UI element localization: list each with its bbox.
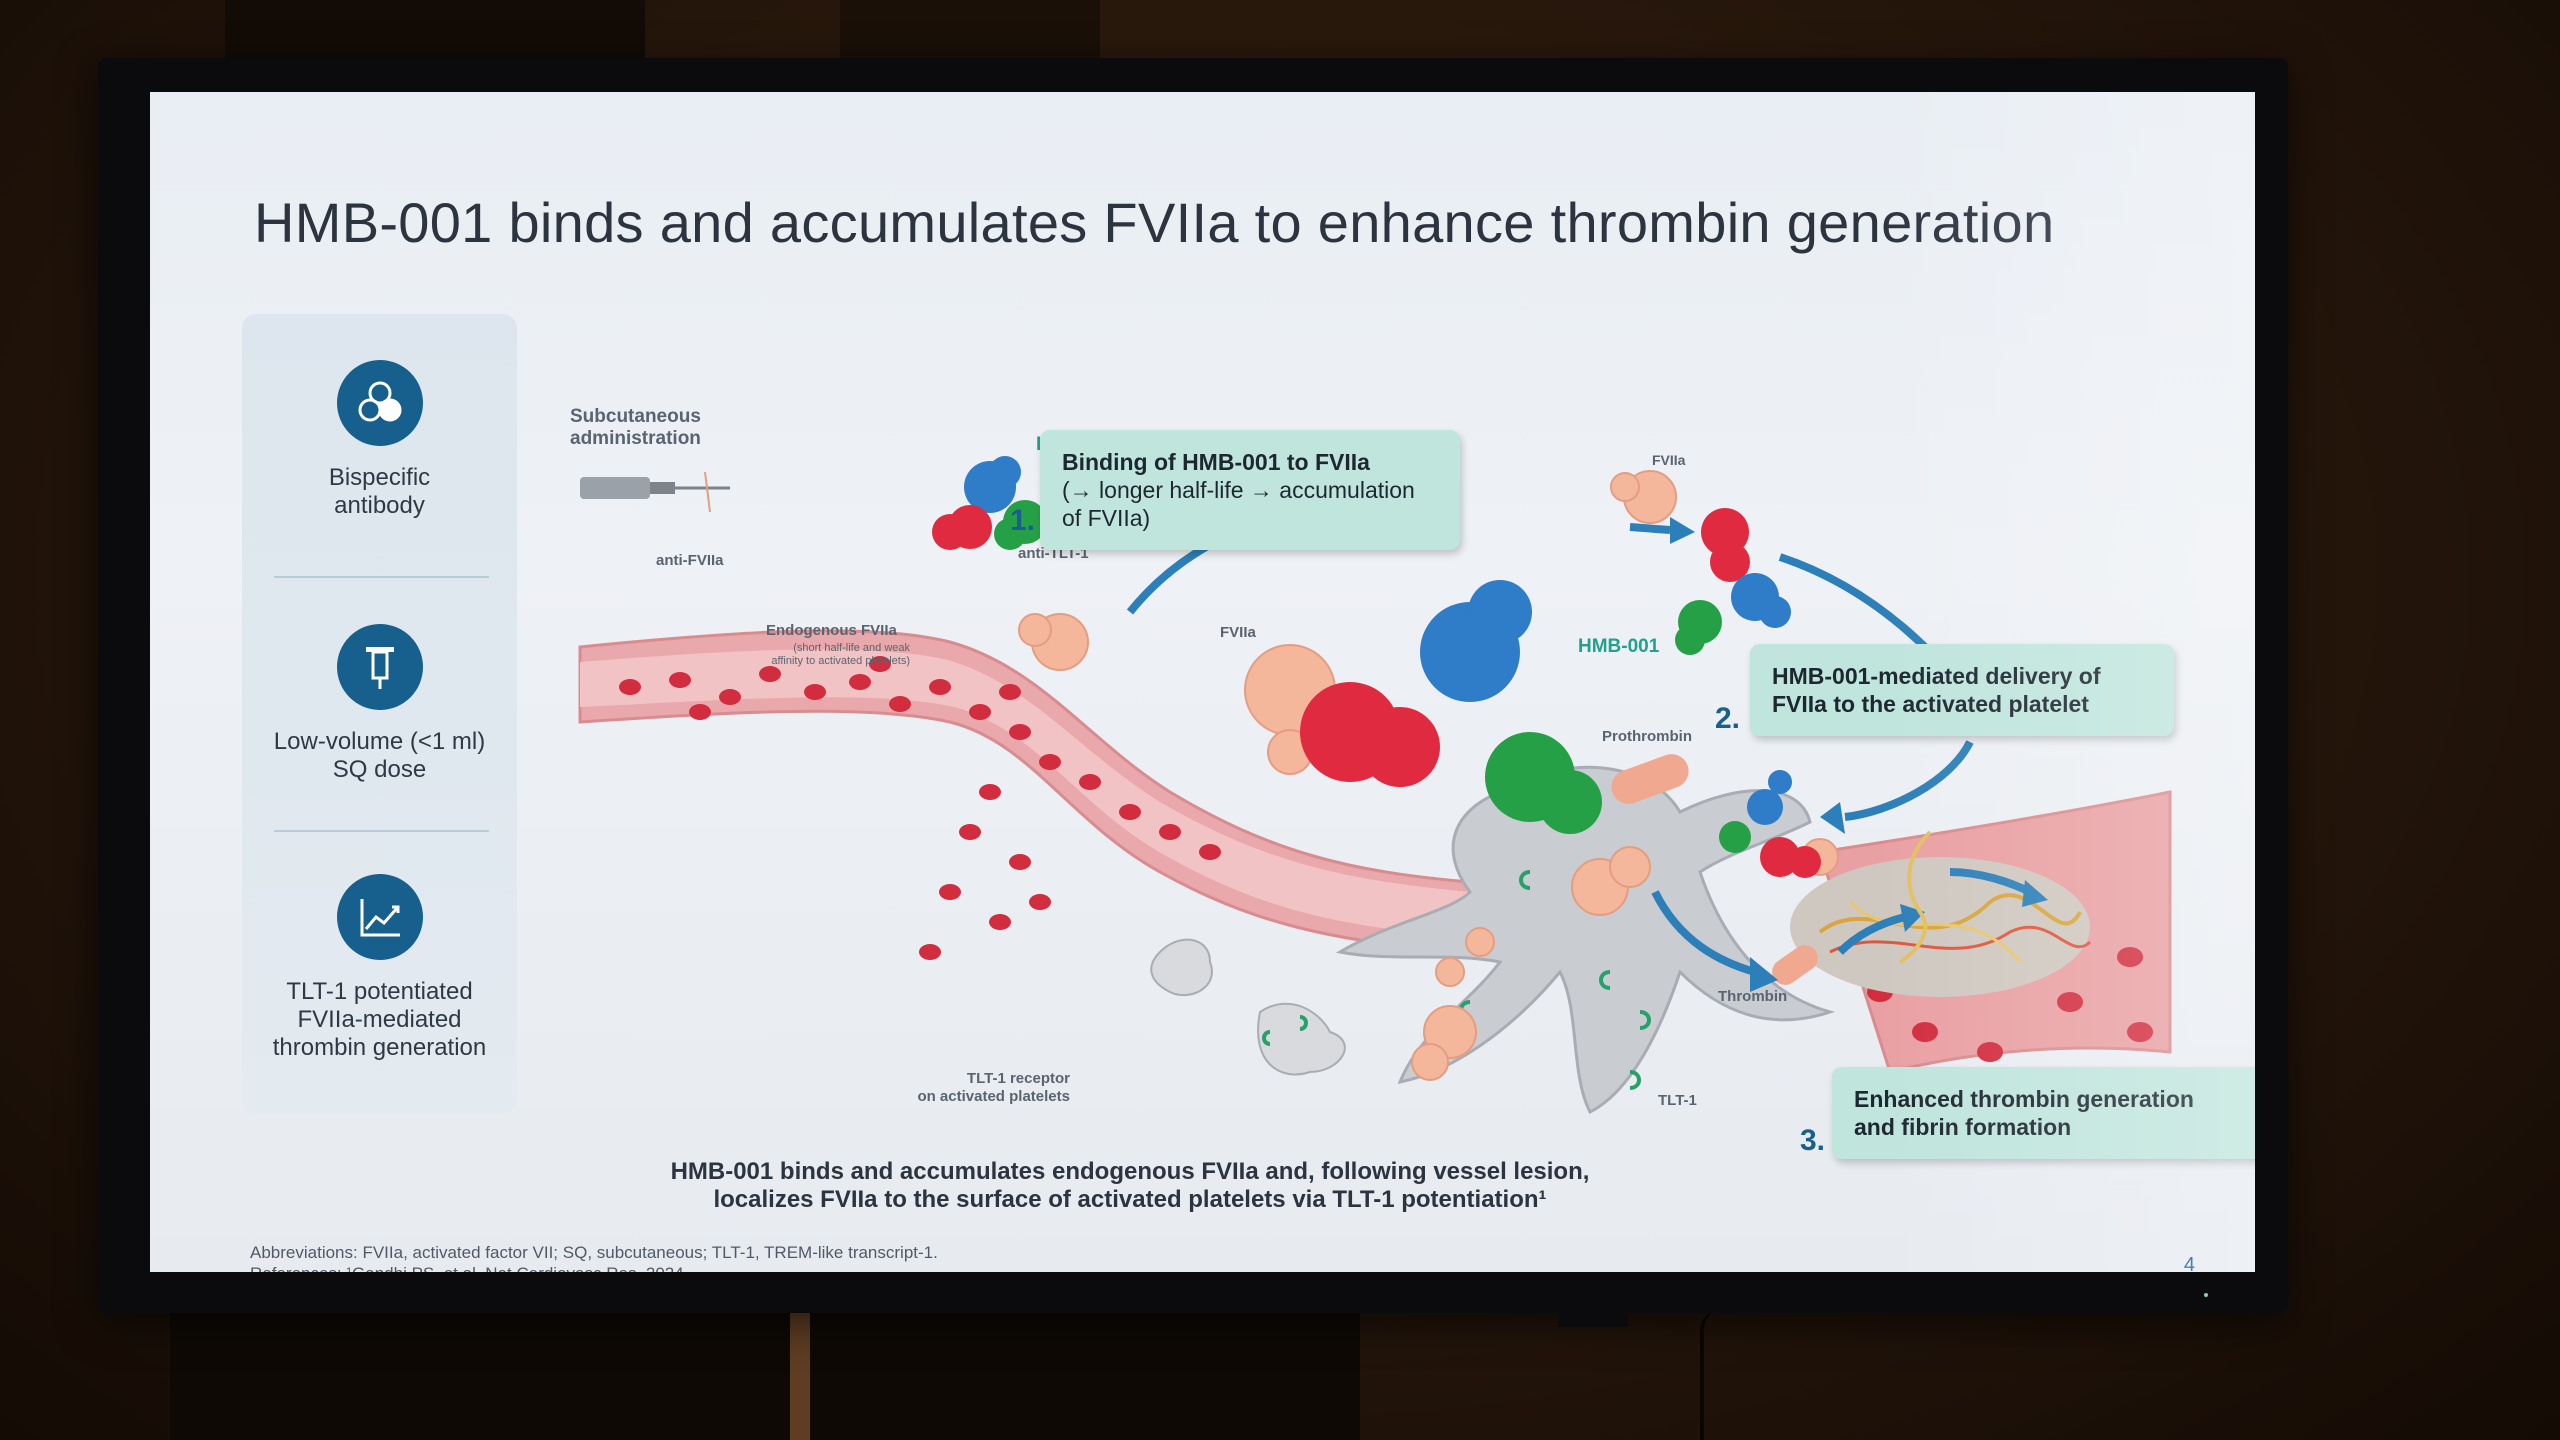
label-anti-fviia: anti-FVIIa	[656, 552, 724, 569]
divider	[274, 576, 489, 578]
hmb001-antibody-large	[1300, 580, 1602, 834]
callout-step-1-text: (→ longer half-life → accumulation of FV…	[1062, 477, 1415, 531]
mechanism-diagram: Subcutaneous administration HMB-001 anti…	[570, 312, 2255, 1192]
arrow-heads	[1670, 517, 2048, 992]
syringe-icon	[336, 624, 423, 710]
step-3-number: 3.	[1800, 1124, 1826, 1157]
monitor-stand-base	[170, 1290, 1360, 1440]
thrombin-molecule	[1772, 945, 1818, 985]
divider	[274, 830, 489, 832]
feature-bispecific: Bispecific antibody	[242, 360, 517, 520]
step-1-number: 1.	[1010, 504, 1036, 537]
mechanism-illustration	[578, 456, 2172, 1115]
page-number: 4	[2183, 1254, 2195, 1272]
label-hmb001-right: HMB-001	[1578, 636, 1660, 657]
monitor-bezel: HMB-001 binds and accumulates FVIIa to e…	[98, 58, 2288, 1327]
slide-title: HMB-001 binds and accumulates FVIIa to e…	[254, 191, 2055, 254]
label-subcutaneous: Subcutaneous administration	[570, 406, 701, 449]
callout-step-2-title: HMB-001-mediated delivery of FVIIa to th…	[1772, 663, 2101, 717]
resting-platelet	[1150, 938, 1213, 997]
platelet-with-receptors	[1257, 1002, 1346, 1076]
callout-step-3: Enhanced thrombin generation and fibrin …	[1832, 1067, 2255, 1159]
line-chart-icon	[336, 874, 423, 960]
feature-label: Low-volume (<1 ml) SQ dose	[273, 728, 486, 783]
feature-label: Bispecific antibody	[328, 464, 431, 519]
abbreviations: Abbreviations: FVIIa, activated factor V…	[250, 1243, 938, 1262]
hmb001-antibody-top	[932, 456, 1047, 550]
prothrombin-molecule	[1611, 754, 1689, 804]
presentation-slide: HMB-001 binds and accumulates FVIIa to e…	[150, 92, 2255, 1272]
label-endogenous-note: (short half-life and weak affinity to ac…	[771, 642, 910, 667]
label-tlt1: TLT-1	[1658, 1092, 1697, 1109]
slide-caption: HMB-001 binds and accumulates endogenous…	[670, 1158, 1590, 1213]
callout-step-1-title: Binding of HMB-001 to FVIIa	[1062, 449, 1370, 475]
red-blood-cells	[619, 656, 1221, 960]
label-tlt1-receptor: TLT-1 receptor on activated platelets	[917, 1070, 1070, 1105]
label-endogenous-fviia: Endogenous FVIIa	[766, 622, 897, 639]
label-prothrombin: Prothrombin	[1602, 728, 1692, 745]
monitor-stand-strip	[790, 1300, 810, 1440]
label-thrombin: Thrombin	[1718, 988, 1788, 1005]
vessel-lumen	[580, 649, 1470, 937]
callout-step-3-title: Enhanced thrombin generation and fibrin …	[1854, 1086, 2194, 1140]
bispecific-antibody-icon	[336, 360, 423, 446]
power-indicator	[2204, 1293, 2208, 1297]
hmb001-antibody-platelet	[1719, 770, 1821, 878]
label-fviia-center: FVIIa	[1220, 624, 1256, 641]
feature-low-volume: Low-volume (<1 ml) SQ dose	[242, 624, 517, 784]
references: References: ¹Gandhi PS, et al. Nat Cardi…	[250, 1263, 938, 1272]
callout-step-2: HMB-001-mediated delivery of FVIIa to th…	[1750, 644, 2174, 736]
hmb001-antibody-right	[1675, 508, 1791, 655]
syringe-illustration	[580, 471, 730, 513]
footnotes: Abbreviations: FVIIa, activated factor V…	[250, 1242, 938, 1272]
step-2-number: 2.	[1715, 702, 1741, 735]
fibrin-strand	[1898, 830, 1932, 964]
monitor-foot	[1558, 1313, 1628, 1327]
fibrin-clot	[1790, 857, 2092, 997]
feature-tlt1: TLT-1 potentiated FVIIa-mediated thrombi…	[242, 874, 517, 1062]
callout-step-1: Binding of HMB-001 to FVIIa (→ longer ha…	[1040, 430, 1460, 550]
label-fviia-right: FVIIa	[1652, 452, 1686, 468]
feature-panel: Bispecific antibody Low-volume (<1 ml) S…	[242, 314, 517, 1114]
feature-label: TLT-1 potentiated FVIIa-mediated thrombi…	[272, 978, 487, 1061]
power-cable	[1700, 1310, 1744, 1440]
tlt1-receptors	[1262, 870, 1651, 1090]
